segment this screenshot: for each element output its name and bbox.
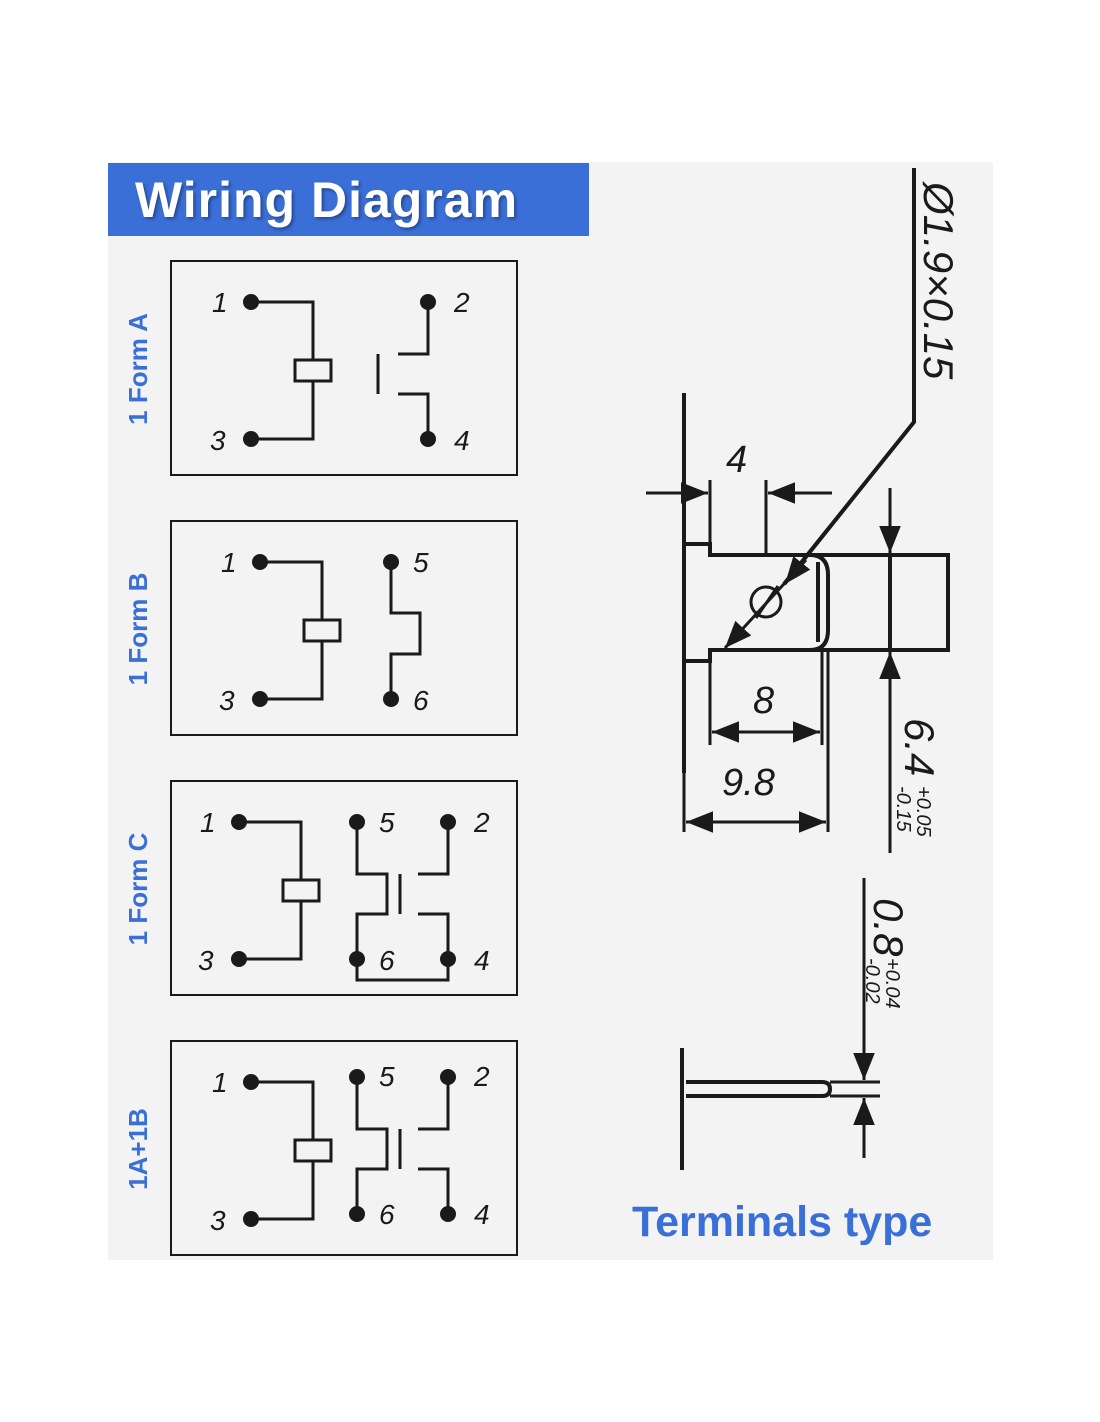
pin-3: 3 <box>219 685 235 716</box>
pin-1: 1 <box>212 1067 228 1098</box>
pin-2: 2 <box>473 807 490 838</box>
form-1a1b-diagram: 1 5 2 3 6 4 <box>170 1040 518 1256</box>
thickness-tol-plus: +0.04 <box>881 958 903 1009</box>
wiring-diagram-title: Wiring Diagram <box>108 163 589 236</box>
pin-4: 4 <box>474 1199 490 1230</box>
pin-4: 4 <box>454 425 470 456</box>
width-tol-minus: -0.15 <box>892 786 914 832</box>
pin-1: 1 <box>200 807 216 838</box>
pin-1: 1 <box>221 547 237 578</box>
form-b-diagram: 1 5 3 6 <box>170 520 518 736</box>
pin-4: 4 <box>474 945 490 976</box>
pin-3: 3 <box>210 425 226 456</box>
hole-dimension: Ø1.9×0.15 <box>915 180 962 380</box>
width-tol-plus: +0.05 <box>912 786 934 837</box>
pin-2: 2 <box>473 1061 490 1092</box>
form-a-diagram: 1 2 3 4 <box>170 260 518 476</box>
pin-1: 1 <box>212 287 228 318</box>
width-dimension: 6.4 <box>896 718 943 776</box>
pin-6: 6 <box>413 685 429 716</box>
terminals-type-title: Terminals type <box>632 1198 933 1246</box>
pin-6: 6 <box>379 945 395 976</box>
thickness-dimension: 0.8 <box>865 898 912 957</box>
pin-5: 5 <box>379 807 395 838</box>
pin-6: 6 <box>379 1199 395 1230</box>
dim-9-8: 9.8 <box>722 762 775 804</box>
pin-3: 3 <box>210 1205 226 1236</box>
form-c-diagram: 1 5 2 3 6 4 <box>170 780 518 996</box>
pin-5: 5 <box>379 1061 395 1092</box>
dim-8: 8 <box>753 680 774 722</box>
pin-2: 2 <box>453 287 470 318</box>
thickness-tol-minus: -0.02 <box>861 958 883 1004</box>
dim-4: 4 <box>726 439 747 481</box>
pin-5: 5 <box>413 547 429 578</box>
pin-3: 3 <box>198 945 214 976</box>
